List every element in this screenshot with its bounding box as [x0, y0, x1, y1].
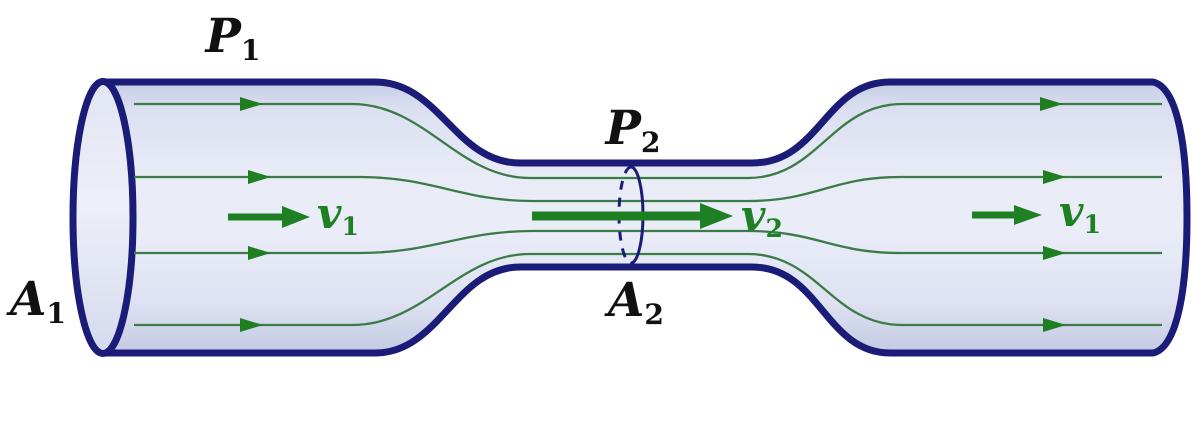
label-subscript: 2 [765, 212, 783, 243]
label-subscript: 1 [341, 210, 359, 241]
streamline-arrowhead [240, 97, 263, 111]
velocity-arrow-v1-left [228, 206, 310, 228]
label-base: P [205, 8, 241, 64]
label-base: v [1059, 186, 1084, 236]
label-subscript: 2 [640, 125, 661, 159]
label-subscript: 1 [1083, 208, 1101, 239]
velocity-arrow-v1-right [972, 205, 1042, 225]
streamline [134, 102, 1162, 180]
label-subscript: 2 [644, 297, 665, 331]
streamline-arrowhead [248, 246, 271, 260]
streamline-arrowhead [1040, 97, 1063, 111]
label-subscript: 1 [240, 33, 261, 67]
velocity-label-v1-left: v1 [317, 192, 359, 241]
streamline [134, 175, 1162, 203]
pressure-label-p2: P2 [606, 105, 661, 157]
label-base: P [605, 100, 641, 156]
area-label-a1: A1 [10, 276, 66, 328]
label-base: A [9, 271, 47, 327]
streamline-arrowhead [248, 170, 271, 184]
label-base: v [317, 188, 342, 238]
velocity-arrow-v2 [532, 203, 733, 229]
velocity-label-v2: v2 [741, 194, 783, 243]
area-label-a2: A2 [608, 277, 664, 329]
streamline-arrowhead [240, 318, 263, 332]
streamline-arrowhead [1043, 318, 1066, 332]
streamline-arrowhead [1043, 170, 1066, 184]
velocity-label-v1-right: v1 [1059, 190, 1101, 239]
label-subscript: 1 [46, 296, 67, 330]
velocity-arrows [228, 203, 1042, 229]
label-base: v [741, 190, 766, 240]
label-base: A [607, 272, 645, 328]
inlet-opening-ellipse [69, 78, 137, 357]
streamline [134, 229, 1162, 255]
pressure-label-p1: P1 [206, 13, 261, 65]
streamline-arrowhead [1043, 246, 1066, 260]
